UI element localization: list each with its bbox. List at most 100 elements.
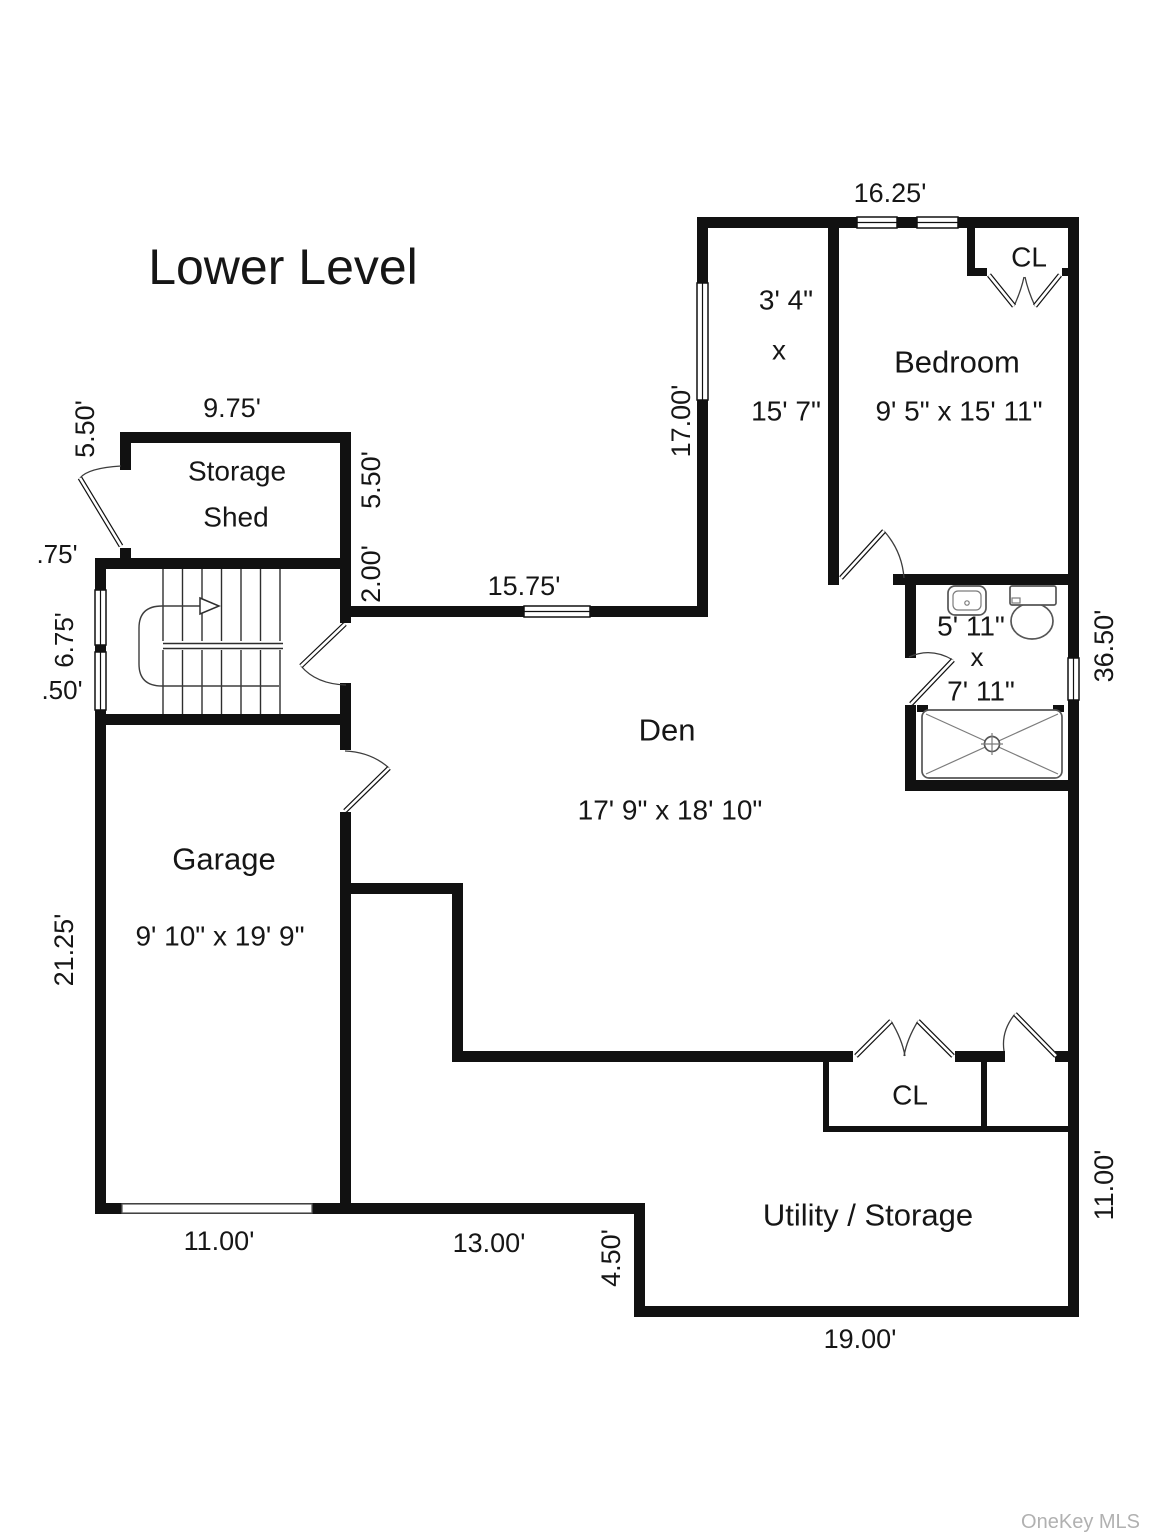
room-label-closet-utility: CL — [892, 1080, 928, 1111]
window-stairs-lower — [94, 651, 107, 711]
wall-segment — [967, 268, 987, 276]
door-bathroom — [908, 652, 955, 706]
dim-bath-width: 5' 11" — [937, 611, 1005, 642]
dim-den-top-width: 15.75' — [488, 571, 561, 601]
wall-segment — [95, 558, 106, 590]
wall-segment — [452, 1051, 853, 1062]
wall-segment — [823, 1062, 829, 1130]
wall-segment — [95, 645, 106, 652]
staircase — [138, 569, 283, 714]
door-utility-right — [1002, 1012, 1058, 1058]
wall-segment — [120, 432, 131, 470]
bathroom-fixtures — [917, 585, 1064, 779]
window-bath-right — [1067, 657, 1080, 701]
page-title: Lower Level — [148, 239, 418, 295]
dim-top-width: 16.25' — [854, 178, 927, 208]
dim-shed-height-right: 5.50' — [356, 451, 386, 509]
wall-segment — [967, 228, 975, 276]
dim-bottom-mid: 13.00' — [453, 1228, 526, 1258]
double-door-utility-closet — [854, 1019, 955, 1058]
wall-segment — [95, 1203, 645, 1214]
wall-segment — [1062, 268, 1079, 276]
room-label-storage-shed-1: Storage — [188, 456, 286, 487]
room-size-bedroom: 9' 5" x 15' 11" — [875, 396, 1042, 427]
wall-segment — [823, 1126, 1079, 1132]
watermark: OneKey MLS — [1021, 1511, 1140, 1533]
wall-segment — [340, 606, 524, 617]
room-label-den: Den — [639, 713, 696, 748]
walls — [95, 217, 1079, 1317]
wall-segment — [95, 558, 345, 569]
sink — [947, 585, 987, 616]
stair-treads — [162, 569, 283, 714]
wall-segment — [893, 574, 1079, 585]
wall-segment — [1068, 217, 1079, 658]
dim-right-upper: 36.50' — [1089, 610, 1119, 683]
labels: Lower Level 16.25' 9.75' 5.50' 5.50' 2.0… — [36, 178, 1140, 1533]
window-hall — [696, 282, 709, 401]
room-label-storage-shed-2: Shed — [203, 502, 268, 533]
dim-garage-height: 21.25' — [49, 914, 79, 987]
dim-bath-length: 7' 11" — [947, 676, 1015, 707]
windows — [94, 216, 1080, 1214]
double-door-bedroom-closet — [987, 273, 1062, 308]
dim-step-height: 4.50' — [596, 1229, 626, 1287]
door-stairs — [299, 622, 347, 686]
room-label-garage: Garage — [172, 842, 275, 877]
window-den-top — [523, 605, 591, 618]
dim-garage-width: 11.00' — [184, 1226, 255, 1256]
dim-hall-length: 15' 7" — [751, 396, 821, 427]
wall-segment — [340, 432, 351, 623]
room-label-bedroom: Bedroom — [894, 345, 1020, 380]
dim-hall-sep: x — [772, 335, 786, 366]
wall-segment — [905, 780, 1079, 791]
dim-shed-height-left: 5.50' — [70, 400, 100, 458]
wall-segment — [340, 883, 463, 894]
dim-shed-offset: 2.00' — [356, 545, 386, 603]
dim-right-lower: 11.00' — [1089, 1150, 1119, 1221]
dim-bottom-right: 19.00' — [824, 1324, 897, 1354]
dim-stair-height: 6.75' — [49, 612, 79, 668]
wall-segment — [1068, 700, 1079, 1317]
wall-segment — [120, 548, 131, 569]
dim-bath-sep: x — [971, 642, 984, 672]
wall-segment — [590, 606, 708, 617]
dim-hall-height: 17.00' — [666, 385, 696, 458]
room-label-utility: Utility / Storage — [763, 1198, 973, 1233]
dim-shed-width: 9.75' — [203, 393, 261, 423]
doors — [77, 273, 1062, 1058]
wall-segment — [958, 217, 1079, 228]
wall-segment — [452, 883, 463, 1062]
door-storage-shed — [77, 465, 124, 548]
wall-segment — [828, 217, 839, 585]
room-label-closet-bedroom: CL — [1011, 242, 1047, 273]
wall-segment — [1055, 1051, 1079, 1062]
wall-segment — [697, 217, 708, 283]
wall-segment — [634, 1203, 645, 1317]
wall-segment — [697, 400, 708, 617]
wall-segment — [340, 812, 351, 1214]
door-bedroom — [839, 529, 905, 580]
toilet — [1009, 585, 1057, 640]
wall-segment — [95, 714, 345, 725]
wall-segment — [95, 714, 106, 1214]
wall-segment — [905, 705, 916, 791]
room-size-garage: 9' 10" x 19' 9" — [135, 921, 304, 952]
wall-segment — [897, 217, 917, 228]
wall-segment — [697, 217, 857, 228]
wall-segment — [634, 1306, 1079, 1317]
shower — [917, 705, 1064, 779]
door-garage-den — [343, 750, 391, 813]
wall-segment — [120, 432, 351, 443]
window-top-right — [916, 216, 959, 229]
dim-stair-offset-bottom: .50' — [41, 675, 82, 705]
wall-segment — [340, 683, 351, 750]
dim-stair-offset-top: .75' — [36, 539, 77, 569]
room-size-den: 17' 9" x 18' 10" — [578, 795, 763, 826]
dim-hall-width: 3' 4" — [759, 285, 813, 316]
wall-segment — [905, 585, 916, 658]
window-stairs-upper — [94, 589, 107, 646]
window-top-left — [856, 216, 898, 229]
